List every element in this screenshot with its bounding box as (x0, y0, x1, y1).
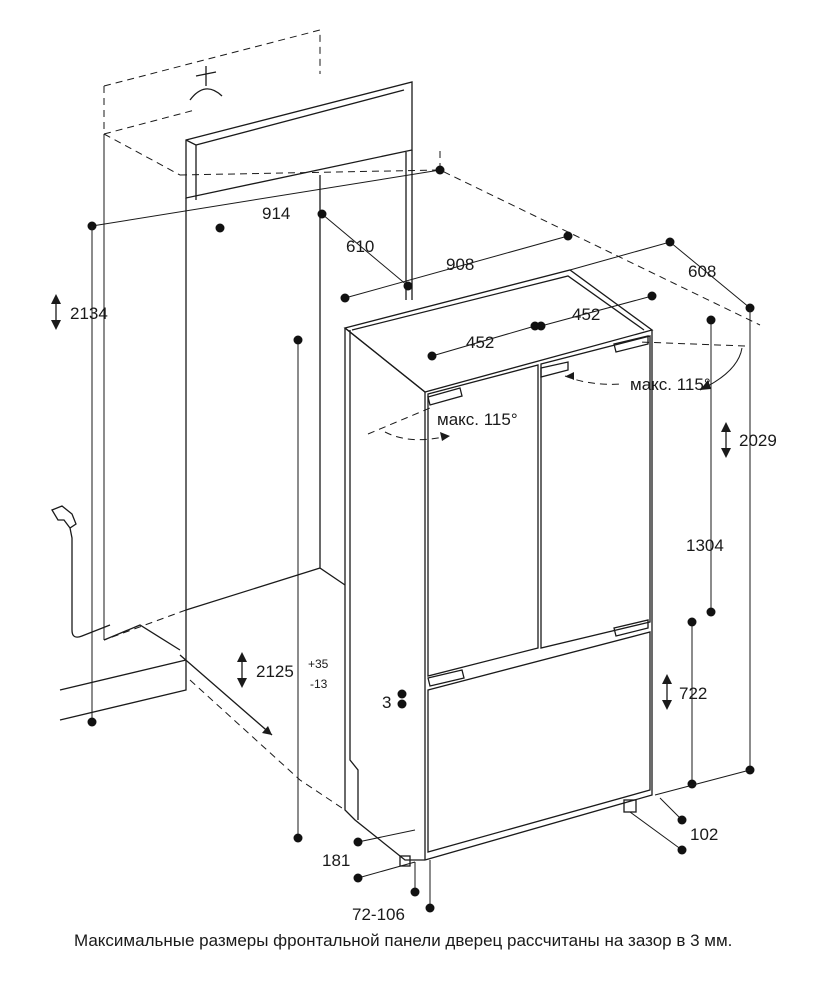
water-tap-icon (51, 505, 111, 638)
dim-drawer-height: 722 (679, 684, 707, 703)
dim-appliance-width: 908 (446, 255, 474, 274)
dim-plinth-depth: 102 (690, 825, 718, 844)
dim-appliance-height: 2029 (739, 431, 777, 450)
dim-plinth-offset: 181 (322, 851, 350, 870)
door-angle-right: макс. 115° (630, 375, 711, 394)
dimension-lines (51, 165, 755, 913)
dim-niche-height-inner: 2125 (256, 662, 294, 681)
top-trim-panel (185, 81, 413, 300)
dim-appliance-depth: 608 (688, 262, 716, 281)
dim-tolerance-plus: +35 (308, 657, 329, 671)
dim-upper-door-height: 1304 (686, 536, 724, 555)
electrical-outlet-icon (189, 66, 223, 101)
dim-door-left-width: 452 (466, 333, 494, 352)
dim-niche-height: 2134 (70, 304, 108, 323)
door-angle-left: макс. 115° (437, 410, 518, 429)
dim-gap: 3 (382, 693, 391, 712)
dim-niche-depth: 610 (346, 237, 374, 256)
dim-door-right-width: 452 (572, 305, 600, 324)
dim-plinth-height: 72-106 (352, 905, 405, 924)
refrigerator (343, 269, 654, 867)
dim-tolerance-minus: -13 (310, 677, 328, 691)
caption-note: Максимальные размеры фронтальной панели … (74, 931, 733, 950)
dim-niche-width: 914 (262, 204, 290, 223)
niche-outline (51, 29, 761, 811)
